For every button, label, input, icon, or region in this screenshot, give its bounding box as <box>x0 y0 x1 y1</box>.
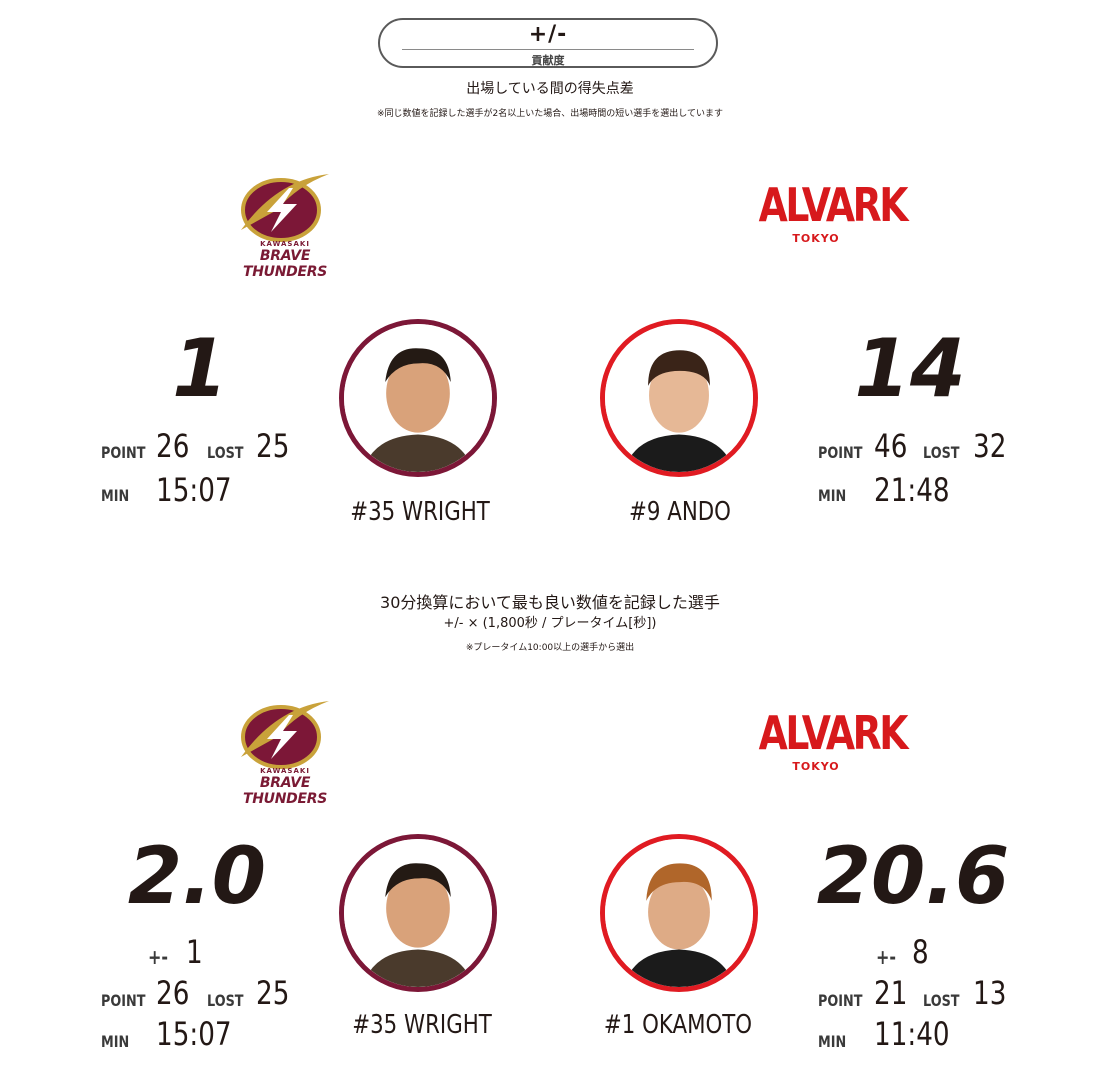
lost-label: LOST <box>207 443 244 462</box>
point-label: POINT <box>101 443 146 462</box>
stat-header-pill: +/- 貢献度 <box>378 18 718 68</box>
alvark-name: ALVARK <box>758 178 909 232</box>
alvark-logo: ALVARK TOKYO <box>746 706 909 773</box>
divider <box>402 49 694 50</box>
away-lost: 32 <box>973 427 1007 465</box>
away-player-name: #1 OKAMOTO <box>603 1010 753 1040</box>
thunder-bolt-icon <box>241 701 329 769</box>
away-player-name: #9 ANDO <box>629 497 731 527</box>
min-label: MIN <box>818 486 847 505</box>
home-lost: 25 <box>256 427 290 465</box>
stat-sub-label: 貢献度 <box>531 54 565 67</box>
lost-label: LOST <box>923 991 960 1010</box>
away-pm: 8 <box>912 933 929 971</box>
player-silhouette-icon <box>605 324 753 472</box>
away-point: 46 <box>874 427 908 465</box>
lost-label: LOST <box>923 443 960 462</box>
alvark-city: TOKYO <box>792 760 840 773</box>
stat-note: ※同じ数値を記録した選手が2名以上いた場合、出場時間の短い選手を選出しています <box>377 109 723 119</box>
lost-label: LOST <box>207 991 244 1010</box>
away-min: 11:40 <box>874 1015 950 1053</box>
home-plus-minus: 1 <box>172 322 228 415</box>
player-silhouette-icon <box>344 324 492 472</box>
home-min: 15:07 <box>156 471 232 509</box>
away-plus-minus: 14 <box>854 322 966 415</box>
home-per30-value: 2.0 <box>127 832 267 922</box>
player-photo-ando <box>600 319 758 477</box>
min-label: MIN <box>101 486 130 505</box>
section2-note: ※プレータイム10:00以上の選手から選出 <box>465 643 635 653</box>
kawasaki-name: BRAVE THUNDERS <box>243 248 327 280</box>
home-player-name: #35 WRIGHT <box>352 1010 492 1040</box>
pm-label: +- <box>876 945 897 969</box>
kawasaki-logo: KAWASAKI BRAVE THUNDERS <box>220 697 350 807</box>
player-silhouette-icon <box>344 839 492 987</box>
away-lost: 13 <box>973 974 1007 1012</box>
home-point: 26 <box>156 974 190 1012</box>
player-silhouette-icon <box>605 839 753 987</box>
point-label: POINT <box>818 991 863 1010</box>
point-label: POINT <box>818 443 863 462</box>
kawasaki-city: KAWASAKI <box>260 240 310 248</box>
home-point: 26 <box>156 427 190 465</box>
player-photo-wright <box>339 319 497 477</box>
min-label: MIN <box>101 1032 130 1051</box>
pm-label: +- <box>148 945 169 969</box>
alvark-logo: ALVARK TOKYO <box>746 178 909 245</box>
away-per30-value: 20.6 <box>816 832 1010 922</box>
player-photo-wright <box>339 834 497 992</box>
section2-formula: +/- × (1,800秒 / プレータイム[秒]) <box>443 616 657 631</box>
stat-label: +/- <box>528 22 568 47</box>
away-point: 21 <box>874 974 908 1012</box>
alvark-name: ALVARK <box>758 706 909 760</box>
stat-description: 出場している間の得失点差 <box>466 81 634 97</box>
home-lost: 25 <box>256 974 290 1012</box>
kawasaki-city: KAWASAKI <box>260 767 310 775</box>
home-player-name: #35 WRIGHT <box>350 497 490 527</box>
thunder-bolt-icon <box>241 174 329 242</box>
alvark-city: TOKYO <box>792 232 840 245</box>
player-photo-okamoto <box>600 834 758 992</box>
min-label: MIN <box>818 1032 847 1051</box>
home-pm: 1 <box>186 933 203 971</box>
point-label: POINT <box>101 991 146 1010</box>
home-min: 15:07 <box>156 1015 232 1053</box>
kawasaki-logo: KAWASAKI BRAVE THUNDERS <box>220 170 350 280</box>
away-min: 21:48 <box>874 471 950 509</box>
section2-title: 30分換算において最も良い数値を記録した選手 <box>380 593 720 612</box>
kawasaki-name: BRAVE THUNDERS <box>243 775 327 807</box>
